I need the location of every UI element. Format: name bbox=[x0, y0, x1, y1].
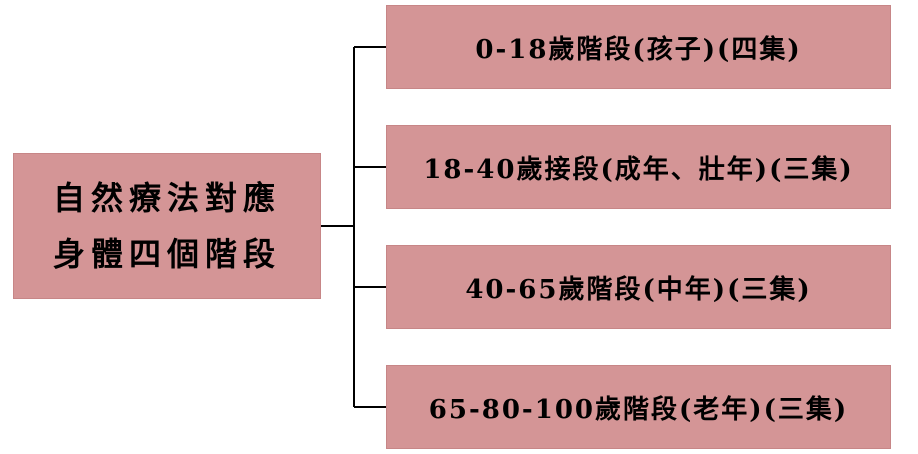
root-node: 自然療法對應 身體四個階段 bbox=[13, 153, 321, 299]
branch-node-0-18: 0-18歲階段(孩子)(四集) bbox=[386, 5, 891, 89]
branch-node-18-40: 18-40歲接段(成年、壯年)(三集) bbox=[386, 125, 891, 209]
branch-node-40-65: 40-65歲階段(中年)(三集) bbox=[386, 245, 891, 329]
branch-node-label: 40-65歲階段(中年)(三集) bbox=[465, 274, 812, 305]
branch-node-65-100: 65-80-100歲階段(老年)(三集) bbox=[386, 365, 891, 449]
branch-node-label: 65-80-100歲階段(老年)(三集) bbox=[428, 394, 849, 425]
root-node-line-1: 自然療法對應 bbox=[52, 179, 281, 217]
branch-node-label: 0-18歲階段(孩子)(四集) bbox=[475, 34, 802, 65]
root-node-line-2: 身體四個階段 bbox=[52, 235, 281, 273]
branch-node-label: 18-40歲接段(成年、壯年)(三集) bbox=[423, 154, 854, 185]
